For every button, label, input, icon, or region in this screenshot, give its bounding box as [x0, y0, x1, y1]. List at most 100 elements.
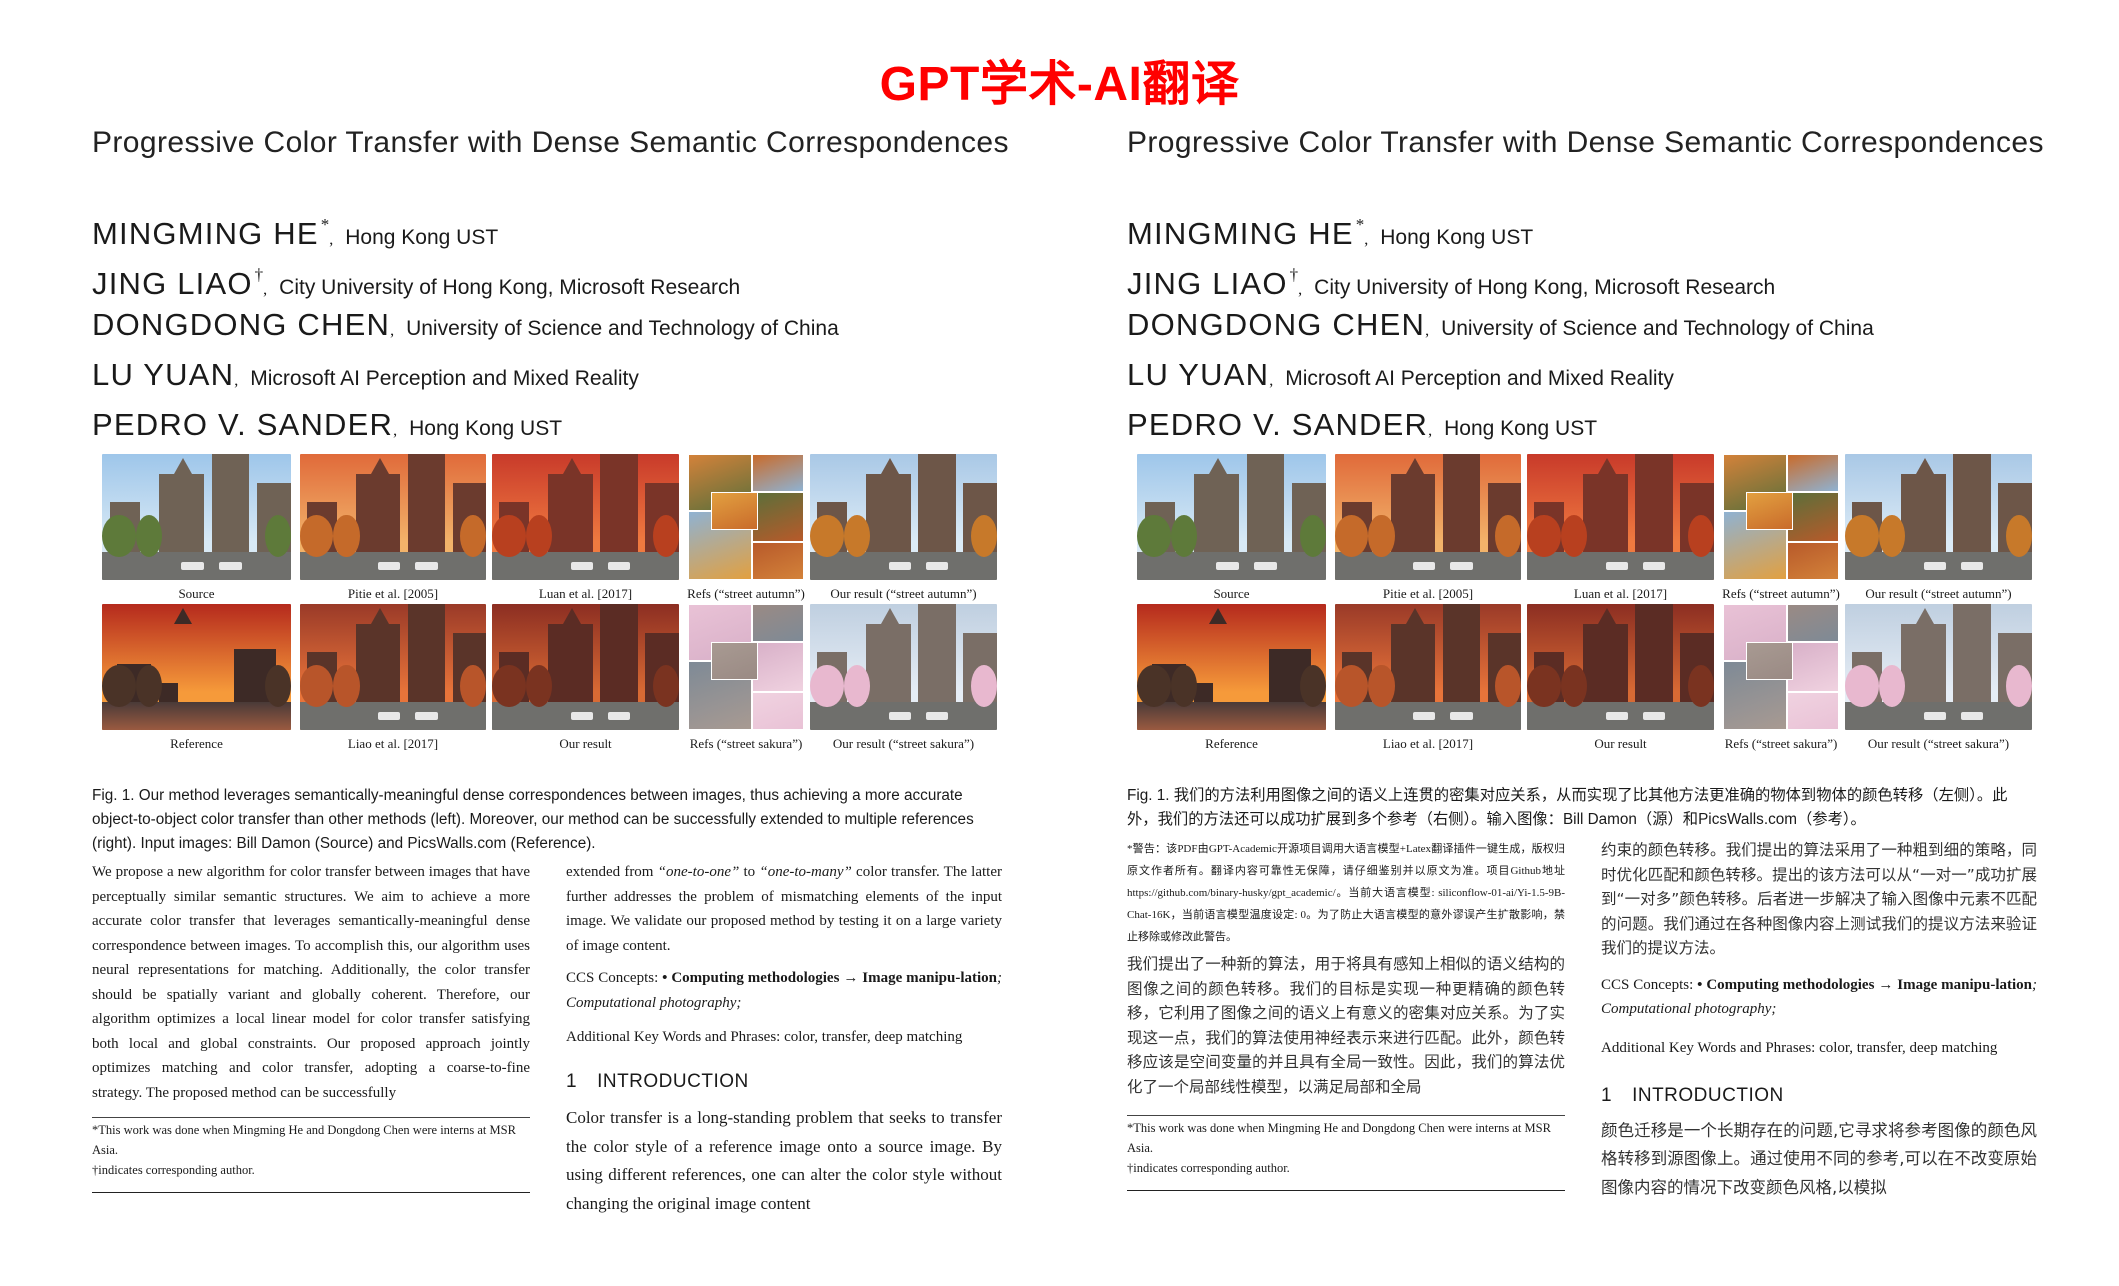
figure-image: [810, 604, 997, 730]
figure-image: [1335, 454, 1521, 580]
figure-sub-caption: Source: [1213, 586, 1250, 601]
footnotes: *This work was done when Mingming He and…: [92, 1120, 530, 1180]
author-line: PEDRO V. SANDER,Hong Kong UST: [1127, 407, 1598, 442]
figure-sub-caption: Our result (“street autumn”): [830, 586, 977, 601]
figure-panel: Our result (“street sakura”): [810, 604, 997, 754]
author-mark: †: [1289, 265, 1299, 284]
figure-panel: Refs (“street sakura”): [1723, 604, 1839, 754]
keywords: Additional Key Words and Phrases: color,…: [1601, 1039, 1998, 1056]
intro-text: 颜色迁移是一个长期存在的问题,它寻求将参考图像的颜色风格转移到源图像上。通过使用…: [1601, 1120, 2037, 1197]
abstract-column-2: 约束的颜色转移。我们提出的算法采用了一种粗到细的策略，同时优化匹配和颜色转移。提…: [1601, 838, 2037, 1202]
figure-sub-caption: Source: [178, 586, 215, 601]
author-list: MINGMING HE*,Hong Kong UST JING LIAO†,Ci…: [1127, 200, 1874, 450]
figure-image: [1527, 604, 1714, 730]
author-affiliation: University of Science and Technology of …: [406, 317, 839, 340]
figure-image: [810, 454, 997, 580]
figure-panel: Pitie et al. [2005]: [1335, 454, 1521, 604]
figure-panel: Our result (“street autumn”): [1845, 454, 2032, 604]
author-name: LU YUAN: [1127, 357, 1270, 392]
paper-title: Progressive Color Transfer with Dense Se…: [1127, 126, 2044, 159]
figure-sub-caption: Reference: [1205, 736, 1258, 751]
figure-panel: Our result: [492, 604, 679, 754]
figure-panel: Liao et al. [2017]: [300, 604, 486, 754]
teaser-figure: Source Pitie et al. [2005]Luan et al. [20…: [92, 454, 997, 754]
figure-image: [1845, 454, 2032, 580]
author-line: LU YUAN,Microsoft AI Perception and Mixe…: [92, 357, 639, 392]
figure-sub-caption: Refs (“street sakura”): [689, 736, 803, 751]
figure-image: [1723, 604, 1839, 730]
keywords: Additional Key Words and Phrases: color,…: [566, 1029, 963, 1045]
author-name: JING LIAO: [1127, 266, 1288, 301]
translated-page: Progressive Color Transfer with Dense Se…: [1127, 0, 2119, 1286]
abstract-column-2: extended from “one-to-one” to “one-to-ma…: [566, 860, 1002, 1218]
figure-image: [688, 454, 804, 580]
figure-image: [1723, 454, 1839, 580]
footnote-work: *This work was done when Mingming He and…: [92, 1123, 516, 1157]
figure-sub-caption: Pitie et al. [2005]: [1382, 586, 1474, 601]
figure-panel: Reference: [102, 604, 291, 754]
author-name: JING LIAO: [92, 266, 253, 301]
figure-panel: Pitie et al. [2005]: [300, 454, 486, 604]
author-line: PEDRO V. SANDER,Hong Kong UST: [92, 407, 563, 442]
figure-sub-caption: Our result: [1594, 736, 1647, 751]
figure-caption: Fig. 1. Our method leverages semanticall…: [92, 787, 974, 852]
page-rule: [92, 1192, 530, 1193]
intro-text: Color transfer is a long-standing proble…: [566, 1108, 1002, 1213]
figure-sub-caption: Our result (“street sakura”): [1867, 736, 2010, 751]
figure-panel: Luan et al. [2017]: [492, 454, 679, 604]
page-rule: [1127, 1190, 1565, 1191]
figure-image: [102, 454, 291, 580]
author-mark: *: [320, 215, 330, 234]
author-line: JING LIAO†,City University of Hong Kong,…: [92, 265, 741, 301]
author-mark: †: [254, 265, 264, 284]
author-line: MINGMING HE*,Hong Kong UST: [1127, 215, 1534, 251]
figure-image: [102, 604, 291, 730]
author-name: DONGDONG CHEN: [92, 307, 391, 342]
figure-sub-caption: Our result: [559, 736, 612, 751]
translation-banner: GPT学术-AI翻译: [879, 58, 1240, 111]
author-affiliation: Hong Kong UST: [409, 417, 563, 440]
footnotes: *This work was done when Mingming He and…: [1127, 1118, 1565, 1178]
figure-caption: Fig. 1. 我们的方法利用图像之间的语义上连贯的密集对应关系，从而实现了比其…: [1127, 787, 2008, 828]
author-line: JING LIAO†,City University of Hong Kong,…: [1127, 265, 1776, 301]
translation-warning: *警告：该PDF由GPT-Academic开源项目调用大语言模型+Latex翻译…: [1127, 843, 1565, 943]
figure-image: [300, 604, 486, 730]
figure-panel: Luan et al. [2017]: [1527, 454, 1714, 604]
abstract-text: 我们提出了一种新的算法，用于将具有感知上相似的语义结构的图像之间的颜色转移。我们…: [1127, 955, 1565, 1096]
figure-sub-caption: Liao et al. [2017]: [347, 736, 439, 751]
author-name: PEDRO V. SANDER: [1127, 407, 1429, 442]
author-line: DONGDONG CHEN,University of Science and …: [1127, 307, 1874, 342]
author-name: LU YUAN: [92, 357, 235, 392]
author-affiliation: Hong Kong UST: [1444, 417, 1598, 440]
footnote-divider: [92, 1117, 530, 1118]
figure-sub-caption: Our result (“street autumn”): [1865, 586, 2012, 601]
figure-image: [492, 604, 679, 730]
figure-image: [1527, 454, 1714, 580]
author-affiliation: City University of Hong Kong, Microsoft …: [279, 276, 741, 299]
figure-panel: Refs (“street autumn”): [687, 454, 805, 604]
figure-sub-caption: Refs (“street autumn”): [1722, 586, 1840, 601]
author-name: MINGMING HE: [1127, 216, 1354, 251]
ccs-concepts: CCS Concepts: • Computing methodologies …: [1601, 976, 2037, 1018]
figure-panel: Refs (“street autumn”): [1722, 454, 1840, 604]
figure-sub-caption: Refs (“street sakura”): [1724, 736, 1838, 751]
author-mark: *: [1355, 215, 1365, 234]
figure-panel: Refs (“street sakura”): [688, 604, 804, 754]
figure-sub-caption: Our result (“street sakura”): [832, 736, 975, 751]
figure-panel: Liao et al. [2017]: [1335, 604, 1521, 754]
figure-sub-caption: Luan et al. [2017]: [1573, 586, 1668, 601]
figure-panel: Source: [102, 454, 291, 604]
figure-sub-caption: Liao et al. [2017]: [1382, 736, 1474, 751]
abstract-text: We propose a new algorithm for color tra…: [92, 864, 530, 1101]
figure-image: [688, 604, 804, 730]
footnote-corresponding: †indicates corresponding author.: [1127, 1161, 1290, 1175]
footnote-corresponding: †indicates corresponding author.: [92, 1163, 255, 1177]
figure-panel: Our result (“street autumn”): [810, 454, 997, 604]
author-affiliation: University of Science and Technology of …: [1441, 317, 1874, 340]
figure-image: [1137, 454, 1326, 580]
author-line: MINGMING HE*,Hong Kong UST: [92, 215, 499, 251]
author-affiliation: City University of Hong Kong, Microsoft …: [1314, 276, 1776, 299]
figure-sub-caption: Refs (“street autumn”): [687, 586, 805, 601]
